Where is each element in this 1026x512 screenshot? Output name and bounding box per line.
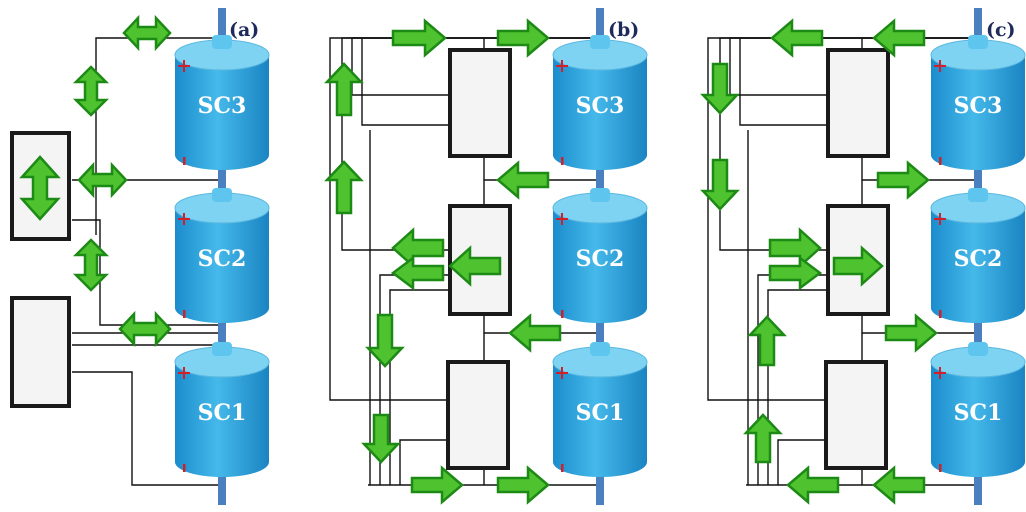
- cell-body: [931, 55, 1025, 170]
- cell-terminal: [212, 188, 232, 202]
- minus-terminal-icon: [561, 464, 564, 472]
- cell-body: [553, 362, 647, 477]
- minus-terminal-icon: [183, 157, 186, 165]
- converter-b-bottom: [446, 360, 510, 470]
- converter-a-bottom: [10, 296, 71, 408]
- right-arrow-icon: [884, 313, 938, 353]
- minus-terminal-icon: [939, 310, 942, 318]
- cell-body: [931, 362, 1025, 477]
- cell-label: SC3: [576, 93, 625, 119]
- down-arrow-icon: [365, 313, 405, 368]
- cell-body: [931, 208, 1025, 323]
- up-arrow-icon: [324, 62, 364, 117]
- bidirectional-arrow-icon: [122, 14, 172, 52]
- minus-terminal-icon: [561, 310, 564, 318]
- left-arrow-icon: [496, 160, 550, 200]
- cell-label: SC1: [954, 400, 1003, 426]
- bidirectional-arrow-icon: [118, 310, 172, 348]
- supercapacitor-3: SC1: [552, 342, 648, 477]
- minus-terminal-icon: [939, 464, 942, 472]
- cell-terminal: [590, 35, 610, 49]
- bidirectional-arrow-icon: [19, 155, 61, 221]
- cell-body: [175, 55, 269, 170]
- left-arrow-icon: [448, 245, 502, 287]
- cell-terminal: [968, 342, 988, 356]
- right-arrow-icon: [496, 465, 550, 505]
- cell-terminal: [212, 342, 232, 356]
- bidirectional-arrow-icon: [77, 161, 128, 199]
- down-arrow-icon: [700, 158, 740, 211]
- minus-terminal-icon: [183, 310, 186, 318]
- left-arrow-icon: [872, 465, 926, 505]
- minus-terminal-icon: [939, 157, 942, 165]
- cell-label: SC3: [198, 93, 247, 119]
- left-arrow-icon: [390, 255, 445, 291]
- right-arrow-icon: [768, 255, 823, 291]
- right-arrow-icon: [832, 245, 884, 287]
- minus-terminal-icon: [561, 157, 564, 165]
- right-arrow-icon: [496, 18, 550, 58]
- supercapacitor-1: SC3: [174, 35, 270, 170]
- left-arrow-icon: [786, 465, 840, 505]
- cell-terminal: [968, 35, 988, 49]
- cell-label: SC3: [954, 93, 1003, 119]
- right-arrow-icon: [391, 18, 447, 58]
- up-arrow-icon: [747, 315, 787, 367]
- supercapacitor-2: SC2: [174, 188, 270, 323]
- cell-terminal: [590, 188, 610, 202]
- cell-label: SC1: [198, 400, 247, 426]
- up-arrow-icon: [324, 160, 364, 215]
- bidirectional-arrow-icon: [72, 238, 110, 292]
- supercapacitor-3: SC1: [174, 342, 270, 477]
- converter-c-bottom: [824, 360, 888, 470]
- cell-body: [175, 362, 269, 477]
- cell-body: [553, 55, 647, 170]
- cell-label: SC2: [576, 246, 625, 272]
- right-arrow-icon: [410, 465, 464, 505]
- left-arrow-icon: [508, 313, 562, 353]
- up-arrow-icon: [743, 413, 783, 464]
- converter-b-top: [448, 48, 512, 158]
- cell-body: [175, 208, 269, 323]
- converter-c-top: [826, 48, 890, 158]
- panel-label-a: (a): [229, 19, 259, 41]
- cell-body: [553, 208, 647, 323]
- right-arrow-icon: [768, 227, 822, 269]
- down-arrow-icon: [361, 413, 401, 464]
- panel-label-c: (c): [986, 19, 1016, 41]
- cell-label: SC2: [954, 246, 1003, 272]
- converter-a-top: [10, 131, 71, 241]
- supercapacitor-2: SC2: [930, 188, 1026, 323]
- cell-terminal: [212, 35, 232, 49]
- cell-terminal: [968, 188, 988, 202]
- panel-label-b: (b): [608, 19, 639, 41]
- bidirectional-arrow-icon: [72, 65, 110, 117]
- cell-label: SC1: [576, 400, 625, 426]
- supercapacitor-1: SC3: [930, 35, 1026, 170]
- cell-label: SC2: [198, 246, 247, 272]
- right-arrow-icon: [876, 160, 930, 200]
- left-arrow-icon: [872, 18, 926, 58]
- supercapacitor-3: SC1: [930, 342, 1026, 477]
- cell-terminal: [590, 342, 610, 356]
- minus-terminal-icon: [183, 464, 186, 472]
- supercapacitor-1: SC3: [552, 35, 648, 170]
- left-arrow-icon: [770, 18, 824, 58]
- left-arrow-icon: [391, 227, 445, 269]
- supercapacitor-2: SC2: [552, 188, 648, 323]
- down-arrow-icon: [700, 62, 740, 115]
